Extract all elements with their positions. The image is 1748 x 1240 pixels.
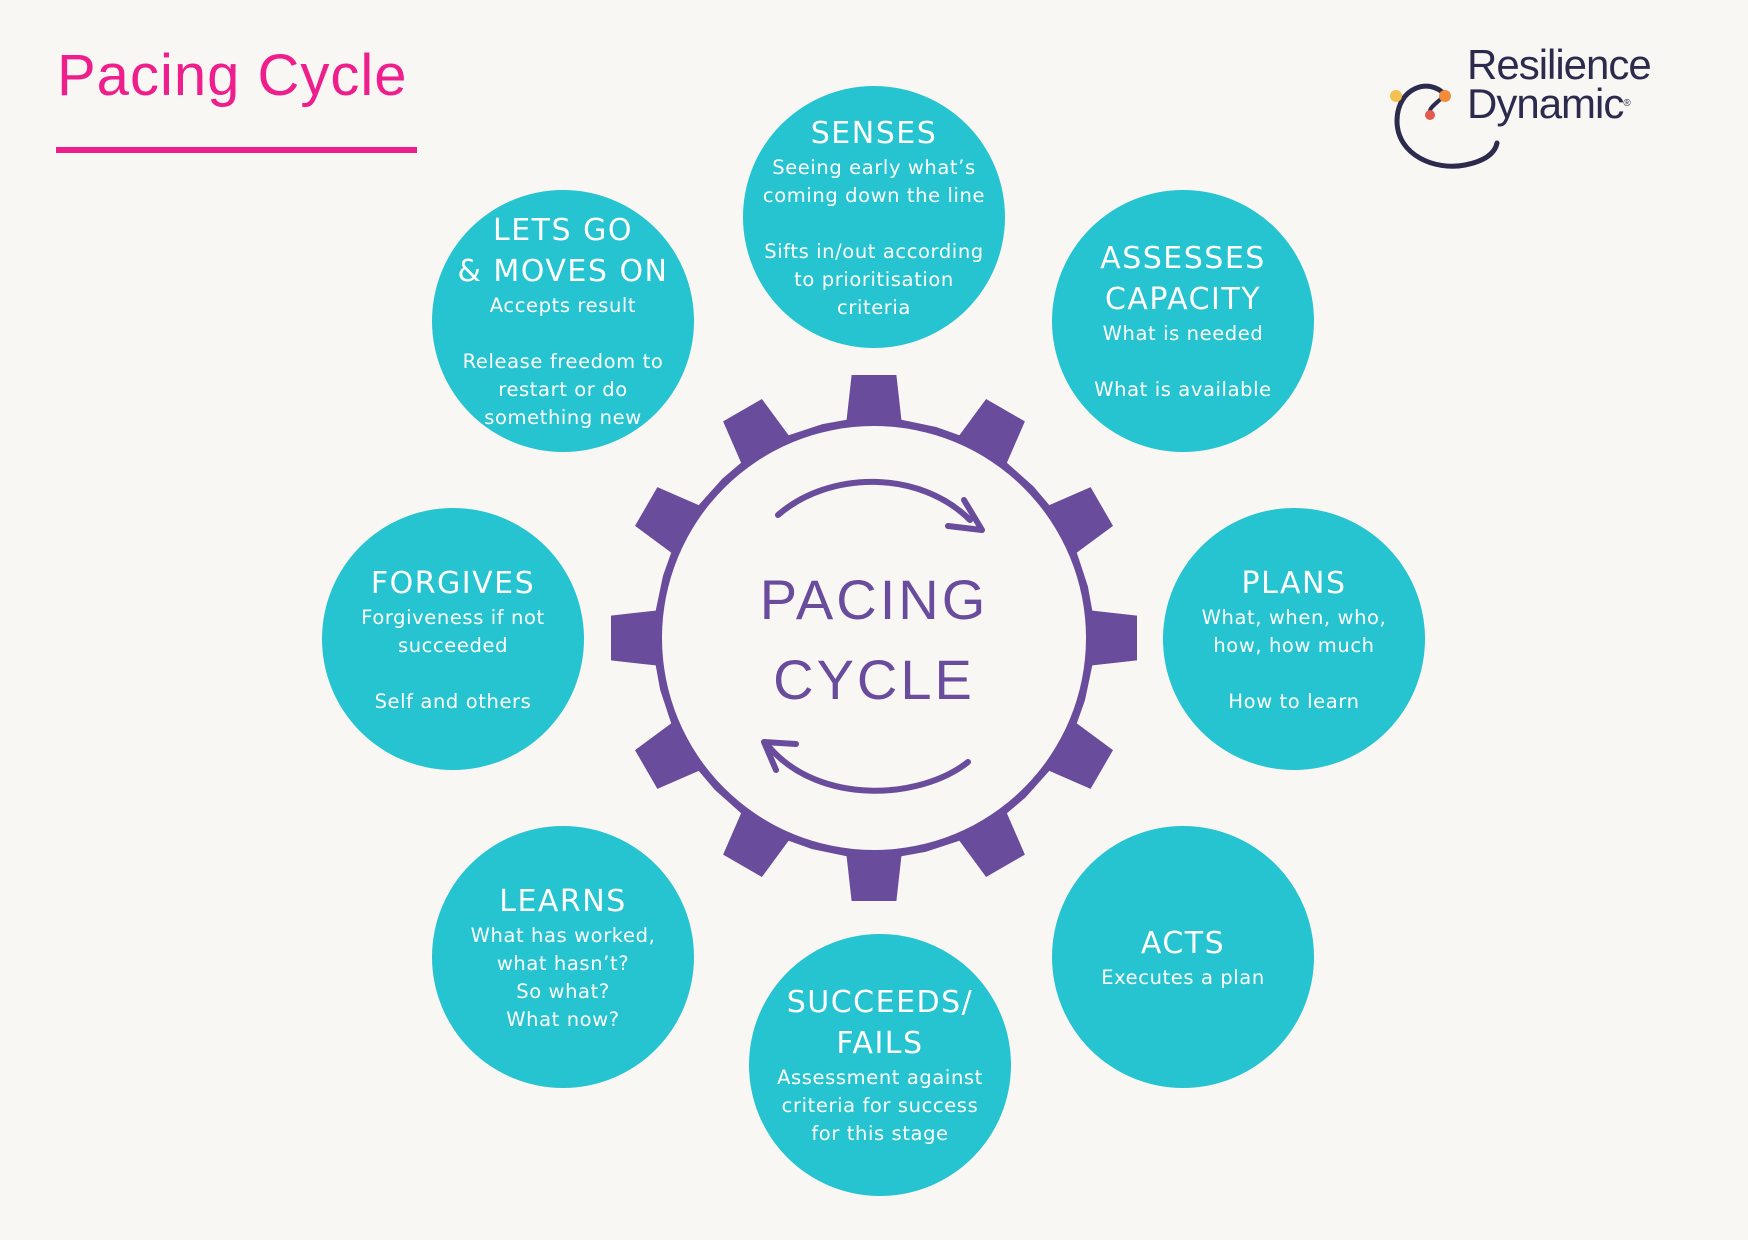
cycle-arrowhead-top-icon bbox=[945, 497, 985, 533]
registered-mark: ® bbox=[1623, 98, 1630, 109]
node-senses-desc: Seeing early what’s coming down the line… bbox=[762, 155, 986, 319]
node-plans-desc: What, when, who, how, how much How to le… bbox=[1201, 605, 1387, 713]
cycle-arrowhead-bottom-icon bbox=[761, 739, 799, 773]
node-plans-title: PLANS bbox=[1241, 565, 1347, 601]
node-lets-go: LETS GO & MOVES ON Accepts result Releas… bbox=[432, 190, 694, 452]
node-acts: ACTS Executes a plan bbox=[1052, 826, 1314, 1088]
cycle-arrow-top-icon bbox=[775, 478, 973, 523]
node-succeeds-desc: Assessment against criteria for success … bbox=[777, 1066, 983, 1145]
center-label-line-1: PACING bbox=[759, 568, 989, 631]
logo-line-1: Resilience bbox=[1467, 41, 1652, 88]
logo-line-2: Dynamic® bbox=[1467, 80, 1631, 127]
center-label: PACING CYCLE bbox=[698, 560, 1050, 720]
logo-wordmark: Resilience Dynamic® bbox=[1467, 41, 1652, 127]
node-forgives: FORGIVES Forgiveness if not succeeded Se… bbox=[322, 508, 584, 770]
cycle-arrow-bottom-icon bbox=[767, 745, 971, 794]
center-label-line-2: CYCLE bbox=[773, 648, 975, 711]
title-underline bbox=[56, 147, 417, 153]
node-learns-desc: What has worked, what hasn’t? So what? W… bbox=[470, 923, 656, 1031]
node-senses: SENSES Seeing early what’s coming down t… bbox=[743, 86, 1005, 348]
node-forgives-desc: Forgiveness if not succeeded Self and ot… bbox=[361, 605, 545, 713]
node-letsgo-desc: Accepts result Release freedom to restar… bbox=[462, 294, 664, 429]
node-learns-title: LEARNS bbox=[499, 883, 627, 919]
node-assesses-title: ASSESSES CAPACITY bbox=[1100, 241, 1266, 317]
node-acts-desc: Executes a plan bbox=[1101, 965, 1265, 989]
logo-mark-icon bbox=[1390, 83, 1500, 169]
node-letsgo-title: LETS GO & MOVES ON bbox=[457, 213, 669, 289]
node-forgives-title: FORGIVES bbox=[370, 565, 536, 601]
node-succeeds-fails: SUCCEEDS/ FAILS Assessment against crite… bbox=[749, 934, 1011, 1196]
node-assesses-desc: What is needed What is available bbox=[1094, 322, 1272, 401]
node-plans: PLANS What, when, who, how, how much How… bbox=[1163, 508, 1425, 770]
resilience-dynamic-logo: Resilience Dynamic® bbox=[1385, 41, 1695, 175]
page-title: Pacing Cycle bbox=[57, 43, 408, 108]
node-succeeds-title: SUCCEEDS/ FAILS bbox=[786, 985, 974, 1061]
node-assesses-capacity: ASSESSES CAPACITY What is needed What is… bbox=[1052, 190, 1314, 452]
node-senses-title: SENSES bbox=[810, 115, 938, 151]
node-acts-title: ACTS bbox=[1140, 925, 1226, 961]
node-learns: LEARNS What has worked, what hasn’t? So … bbox=[432, 826, 694, 1088]
